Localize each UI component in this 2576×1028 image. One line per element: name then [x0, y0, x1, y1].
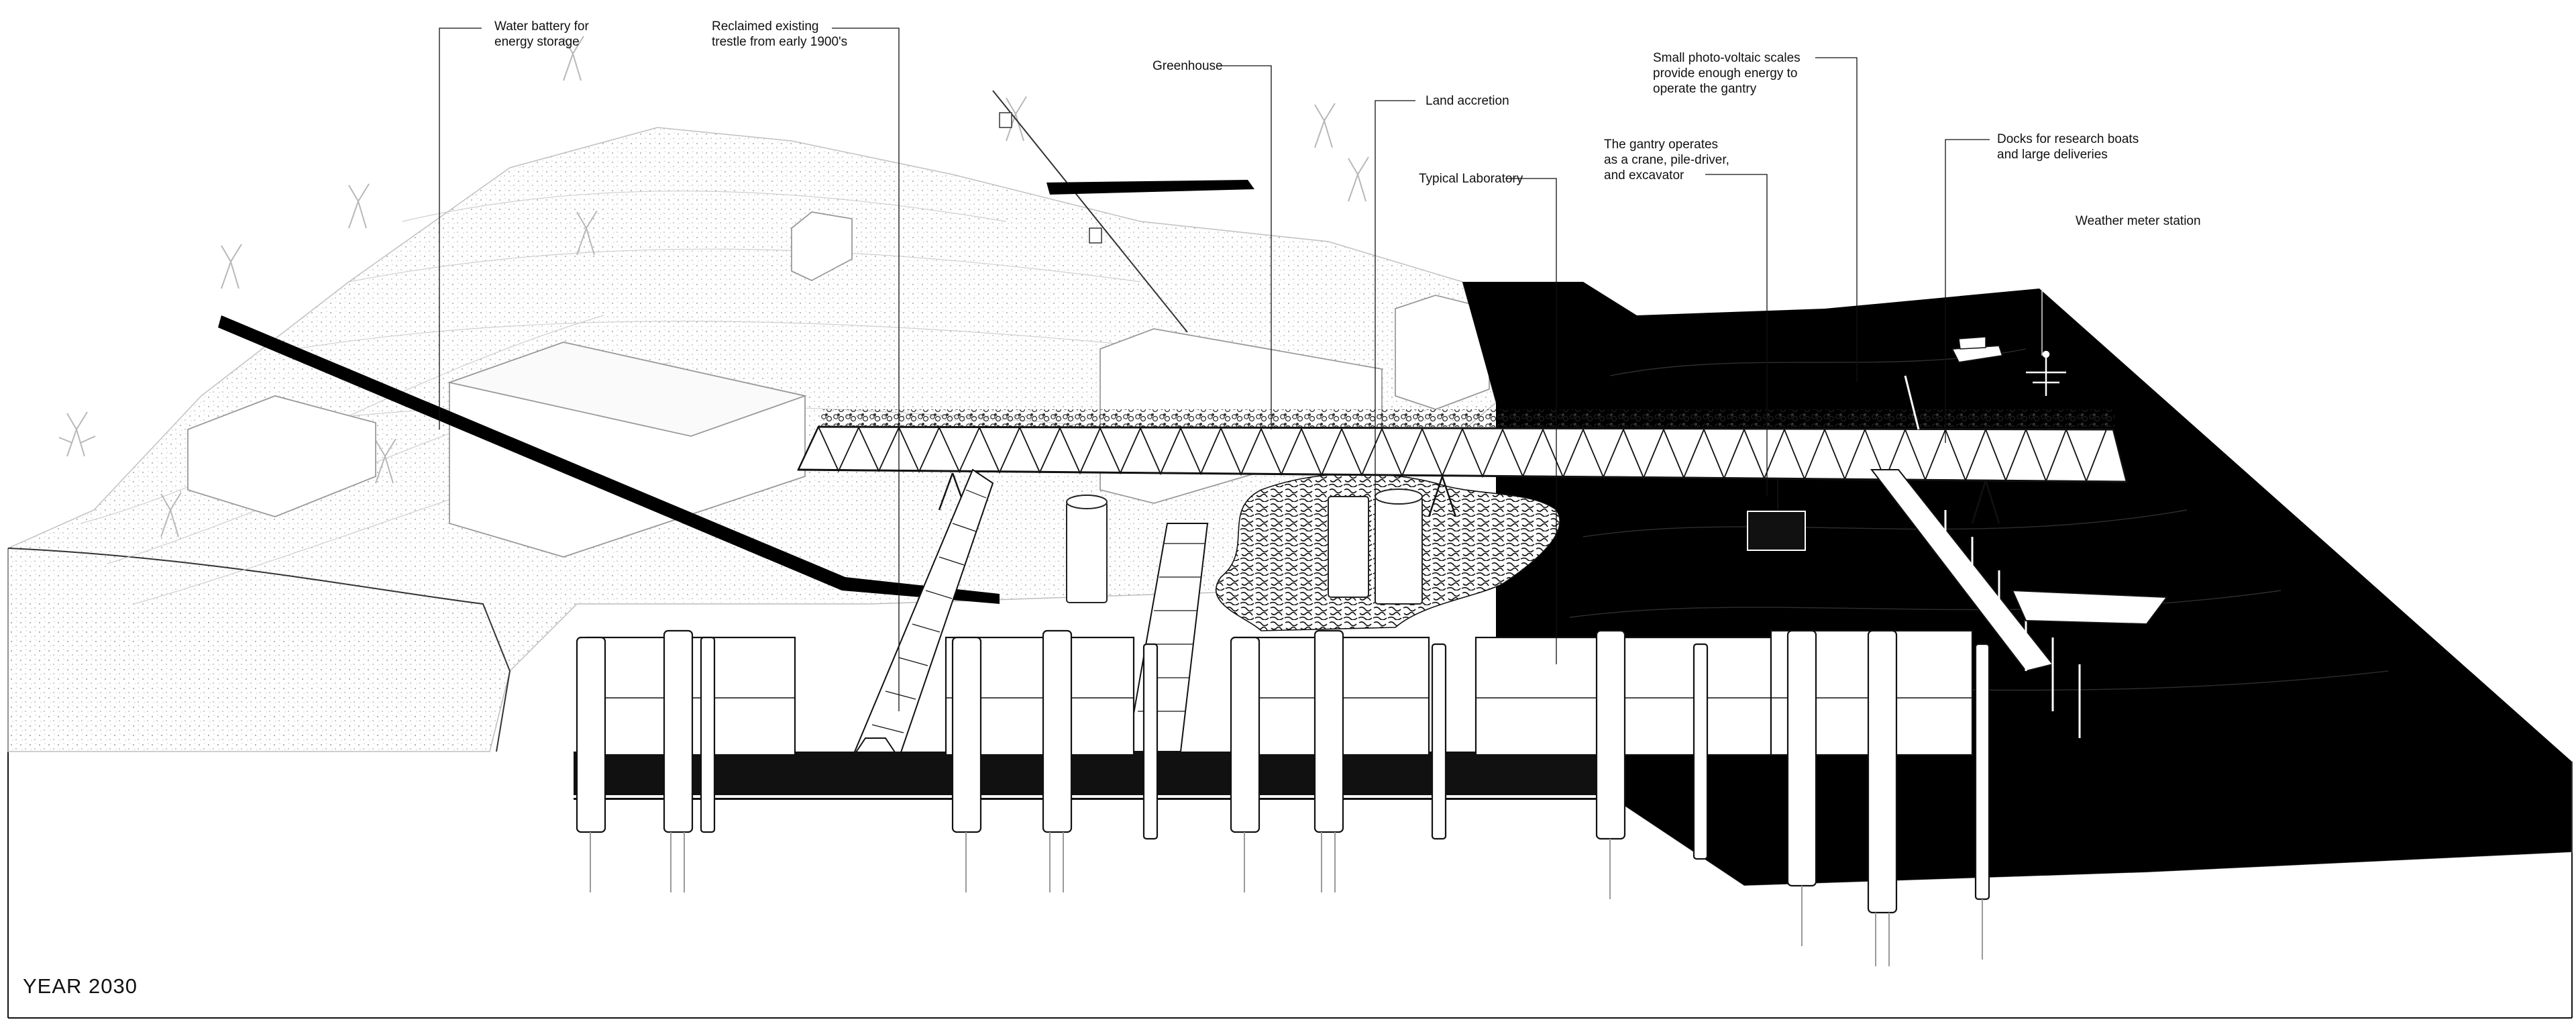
weather-station — [2026, 350, 2066, 396]
label-reclaimed-trestle: Reclaimed existing trestle from early 19… — [712, 19, 848, 49]
retaining-beam — [218, 180, 1254, 604]
greenhouse-silos — [1066, 489, 1423, 605]
label-water-battery: Water battery for energy storage — [494, 19, 589, 49]
pile-legs — [590, 832, 1983, 966]
research-docks — [1870, 336, 2168, 738]
sea-water — [1462, 282, 2573, 886]
label-weather-station: Weather meter station — [2076, 214, 2201, 228]
hillside-terrain — [7, 36, 1497, 752]
label-photovoltaic: Small photo-voltaic scales provide enoug… — [1653, 51, 1801, 96]
drawing-year-title: YEAR 2030 — [23, 974, 138, 998]
label-gantry: The gantry operates as a crane, pile-dri… — [1604, 138, 1729, 183]
pile-columns — [576, 629, 1990, 914]
label-typical-laboratory: Typical Laboratory — [1419, 172, 1523, 186]
label-greenhouse: Greenhouse — [1152, 59, 1223, 73]
label-land-accretion: Land accretion — [1426, 94, 1509, 108]
leader-lines — [439, 28, 2070, 711]
label-docks: Docks for research boats and large deliv… — [1997, 132, 2139, 162]
